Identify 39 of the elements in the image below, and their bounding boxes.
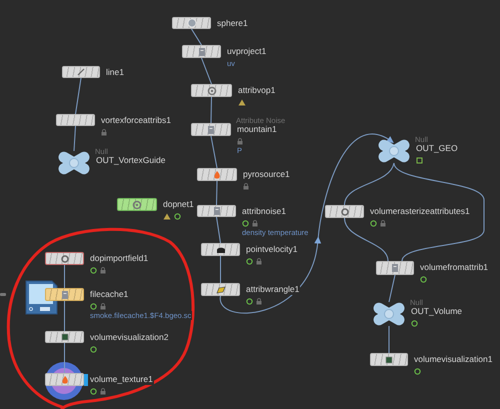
wire	[210, 136, 218, 168]
wire	[74, 126, 76, 152]
node-name: line1	[105, 67, 125, 78]
node-name: vortexforceattribs1	[100, 115, 172, 126]
wire	[216, 216, 221, 244]
wire	[216, 180, 218, 206]
wire	[220, 256, 221, 284]
node-name: volumevisualization1	[413, 354, 494, 365]
wire	[201, 58, 212, 84]
wire	[394, 162, 484, 262]
wire	[388, 326, 390, 354]
node-name: pointvelocity1	[245, 244, 299, 255]
wire	[388, 274, 396, 302]
wire	[75, 78, 82, 114]
node-name: volumerasterizeattributes1	[369, 206, 471, 217]
node-name: pyrosource1	[242, 169, 291, 180]
node-name: mountain1	[236, 124, 278, 135]
wire	[64, 342, 65, 374]
node-name: filecache1	[89, 289, 130, 300]
node-name: volumefromattrib1	[419, 262, 490, 273]
node-name: dopimportfield1	[89, 253, 150, 264]
node-name: volumevisualization2	[89, 332, 170, 343]
node-name: OUT_Volume	[410, 306, 464, 317]
node-name: volume_texture1	[89, 374, 154, 385]
node-name: OUT_VortexGuide	[95, 155, 166, 166]
node-name: dopnet1	[162, 199, 195, 210]
node-name: sphere1	[216, 18, 249, 29]
wire	[344, 162, 394, 206]
wire	[220, 134, 394, 314]
wire	[344, 218, 388, 262]
node-name: OUT_GEO	[415, 143, 459, 154]
node-name: attribvop1	[237, 85, 276, 96]
wire	[64, 264, 65, 288]
node-name: uvproject1	[226, 46, 268, 57]
node-name: attribnoise1	[241, 206, 287, 217]
wire	[210, 96, 212, 124]
wire	[191, 28, 202, 46]
node-name: attribwrangle1	[245, 284, 300, 295]
wire	[64, 300, 65, 332]
